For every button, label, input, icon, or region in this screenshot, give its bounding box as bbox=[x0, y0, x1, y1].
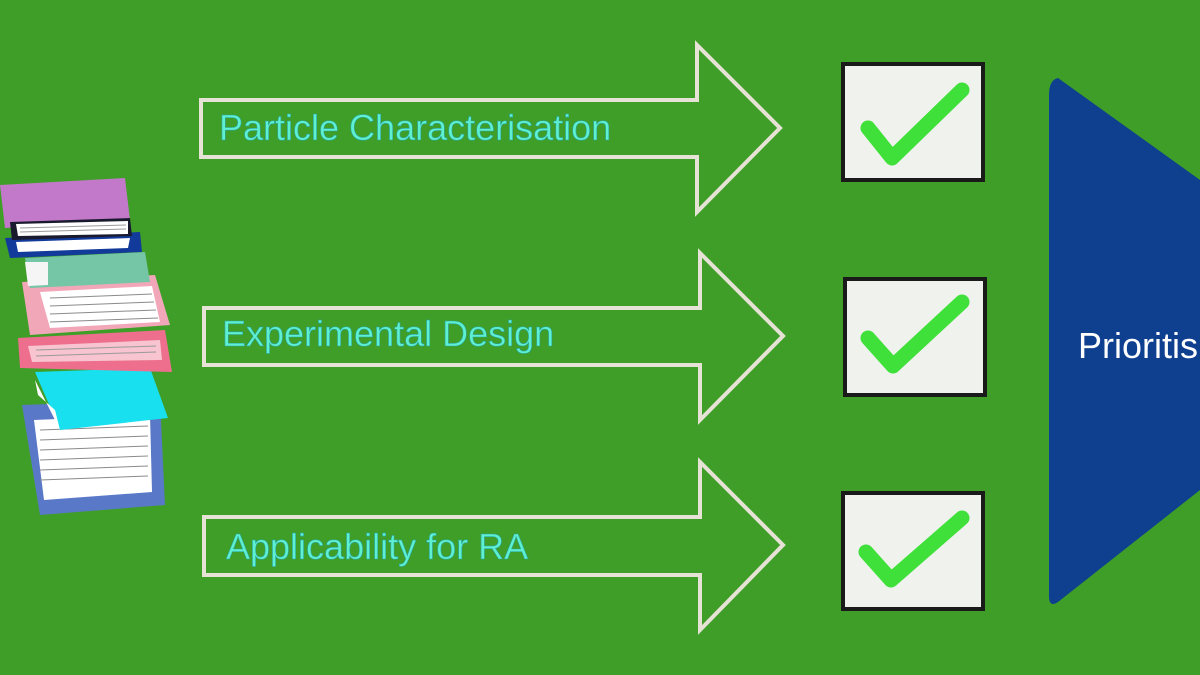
book-stack-icon bbox=[0, 178, 172, 515]
step-label-experimental-design: Experimental Design bbox=[222, 313, 554, 354]
step-label-particle-characterisation: Particle Characterisation bbox=[219, 107, 611, 148]
checkmark-icon bbox=[860, 82, 970, 166]
outcome-arrow: Prioritis bbox=[1049, 78, 1200, 604]
step-label-applicability-for-ra: Applicability for RA bbox=[226, 526, 528, 567]
checkmark-icon bbox=[858, 510, 970, 588]
checkbox-2 bbox=[843, 277, 987, 397]
checkbox-3 bbox=[841, 491, 985, 611]
checkbox-1 bbox=[841, 62, 985, 182]
step-arrow-3: Applicability for RA bbox=[202, 457, 786, 635]
checkmark-icon bbox=[860, 294, 970, 374]
step-arrow-2: Experimental Design bbox=[202, 248, 786, 425]
outcome-label: Prioritis bbox=[1078, 325, 1198, 366]
step-arrow-1: Particle Characterisation bbox=[199, 40, 783, 217]
